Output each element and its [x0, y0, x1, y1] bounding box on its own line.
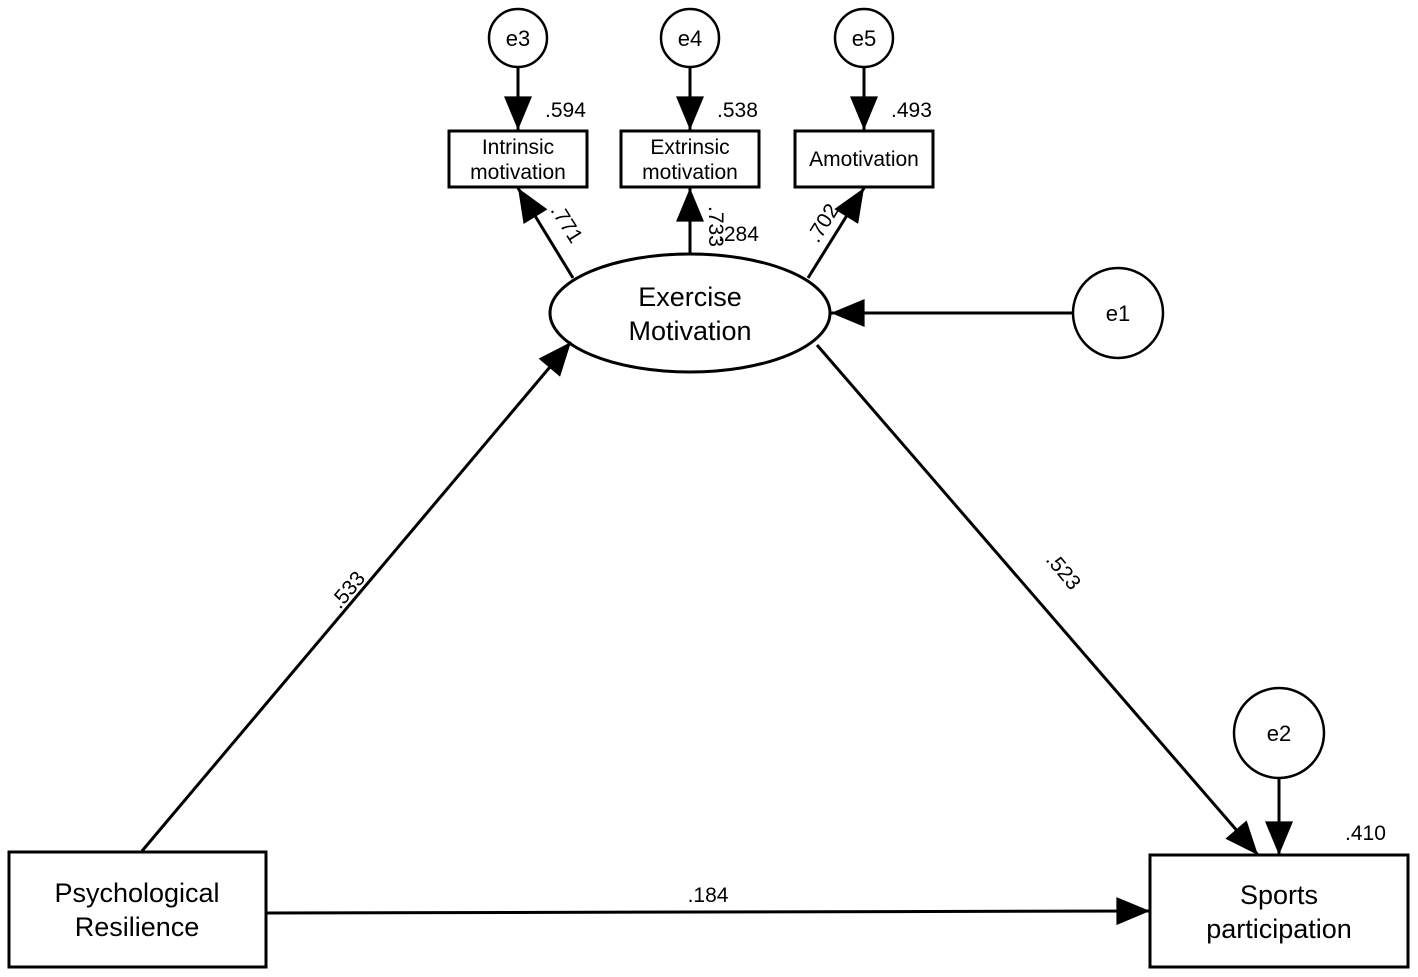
loading-intrinsic: .771 — [546, 200, 587, 247]
path-resilience-to-motivation — [140, 341, 573, 852]
latent-exercise-motivation — [548, 252, 832, 374]
indicator-extrinsic-line2: motivation — [642, 161, 738, 184]
exogenous-label-line2: Resilience — [75, 912, 200, 942]
indicator-box-amotivation — [793, 129, 935, 189]
error-label-e2: e2 — [1267, 721, 1291, 746]
latent-label-line1: Exercise — [638, 282, 742, 312]
error-label-e5: e5 — [852, 26, 876, 51]
error-label-e4: e4 — [678, 26, 702, 51]
r2-extrinsic: .538 — [717, 99, 758, 122]
outcome-box-sports-participation — [1148, 853, 1410, 969]
indicator-intrinsic-line2: motivation — [470, 161, 566, 184]
error-label-e3: e3 — [506, 26, 530, 51]
outcome-label-line2: participation — [1206, 914, 1352, 944]
arrow-motivation-to-amotivation — [806, 187, 866, 279]
indicator-box-extrinsic — [619, 129, 761, 189]
loading-extrinsic: .733 — [704, 206, 727, 247]
exogenous-box-psychological-resilience — [7, 850, 268, 969]
indicator-amotivation-label: Amotivation — [809, 148, 919, 171]
exogenous-label-line1: Psychological — [54, 878, 219, 908]
path-motivation-to-participation — [815, 344, 1260, 856]
loading-amotivation: .702 — [803, 200, 844, 247]
outcome-label-line1: Sports — [1240, 880, 1318, 910]
indicator-extrinsic-line1: Extrinsic — [650, 136, 729, 159]
arrow-motivation-to-intrinsic — [516, 187, 575, 279]
path-resilience-to-participation — [266, 897, 1151, 926]
coef-resilience-to-participation: .184 — [688, 884, 729, 907]
latent-label-line2: Motivation — [628, 316, 751, 346]
r2-sports-participation: .410 — [1345, 822, 1386, 845]
coef-motivation-to-participation: .523 — [1041, 548, 1085, 594]
r2-exercise-motivation: .284 — [718, 223, 759, 246]
indicator-intrinsic-line1: Intrinsic — [482, 136, 554, 159]
r2-amotivation: .493 — [891, 99, 932, 122]
error-label-e1: e1 — [1106, 301, 1130, 326]
indicator-box-intrinsic — [447, 129, 589, 189]
r2-intrinsic: .594 — [545, 99, 586, 122]
